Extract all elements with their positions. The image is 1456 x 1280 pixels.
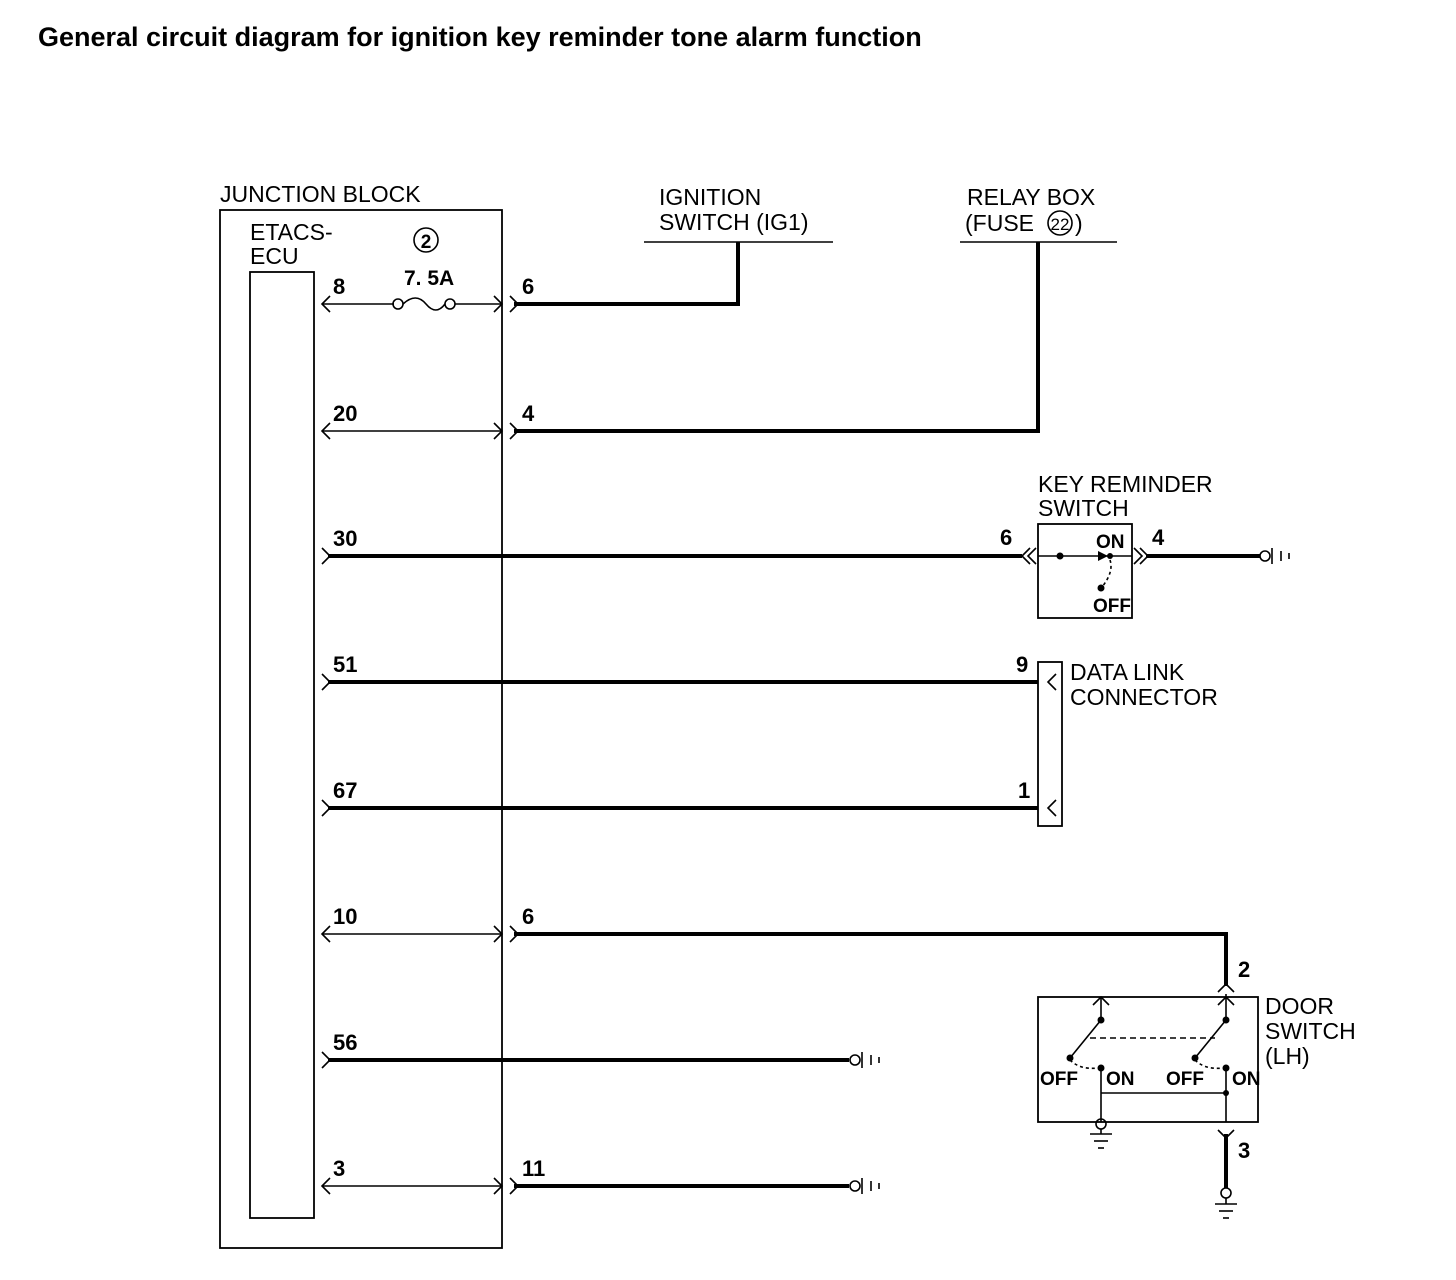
jb-out-pin-4: 4 (522, 401, 535, 426)
ecu-label-line1: ETACS- (250, 219, 333, 245)
relay-fuse-circle (1047, 210, 1073, 236)
door-switch-on-left: ON (1106, 1069, 1135, 1090)
dlc-pin-1: 1 (1018, 778, 1030, 803)
door-switch-contacts (1066, 994, 1235, 1149)
row-pin-51 (321, 673, 1057, 691)
etacs-ecu-box (249, 271, 315, 1219)
relay-box-label-prefix: (FUSE (965, 210, 1034, 236)
row-pin-10 (320, 925, 1235, 993)
ecu-pin-67: 67 (333, 778, 357, 803)
fuse-rating: 7. 5A (404, 267, 454, 290)
row-pin-20 (320, 242, 1040, 440)
ecu-label-line2: ECU (250, 243, 299, 269)
junction-block-box (219, 209, 503, 1249)
door-switch-pin-2: 2 (1238, 957, 1250, 982)
dlc-pin-9: 9 (1016, 652, 1028, 677)
fuse-number: 2 (421, 232, 432, 253)
dlc-label-line1: DATA LINK (1070, 659, 1185, 685)
door-switch-label-line1: DOOR (1265, 993, 1334, 1019)
key-reminder-ground (1133, 547, 1290, 565)
key-reminder-pin-6: 6 (1000, 525, 1012, 550)
door-switch-off-right: OFF (1166, 1069, 1204, 1090)
row-pin-8 (320, 242, 740, 313)
row-pin-30 (321, 547, 1037, 565)
ecu-pin-10: 10 (333, 904, 357, 929)
ecu-pin-3: 3 (333, 1156, 345, 1181)
door-switch-on-right: ON (1232, 1069, 1261, 1090)
ignition-switch-label-line1: IGNITION (659, 184, 761, 210)
ignition-switch-label-line2: SWITCH (IG1) (659, 209, 809, 235)
door-switch-box (1037, 996, 1259, 1123)
jb-out-pin-11: 11 (522, 1156, 545, 1181)
ecu-pin-30: 30 (333, 526, 357, 551)
jb-out-pin-6-a: 6 (522, 274, 534, 299)
relay-fuse-number: 22 (1051, 215, 1070, 234)
door-switch-ground (1215, 1129, 1237, 1219)
key-reminder-pin-4: 4 (1152, 525, 1165, 550)
door-switch-off-left: OFF (1040, 1069, 1078, 1090)
door-switch-label-line2: SWITCH (1265, 1018, 1356, 1044)
jb-out-pin-6-b: 6 (522, 904, 534, 929)
ecu-pin-8: 8 (333, 274, 345, 299)
key-reminder-label-line2: SWITCH (1038, 495, 1129, 521)
relay-box-label-suffix: ) (1075, 210, 1083, 236)
door-switch-label-line3: (LH) (1265, 1043, 1310, 1069)
ecu-pin-51: 51 (333, 652, 357, 677)
dlc-label-line2: CONNECTOR (1070, 684, 1218, 710)
relay-box-label-line1: RELAY BOX (967, 184, 1095, 210)
ecu-pin-20: 20 (333, 401, 357, 426)
junction-block-label: JUNCTION BLOCK (220, 181, 421, 207)
ecu-pin-56: 56 (333, 1030, 357, 1055)
row-pin-67 (321, 799, 1057, 817)
row-pin-3 (320, 1177, 880, 1195)
key-reminder-on: ON (1096, 532, 1125, 553)
diagram-title: General circuit diagram for ignition key… (38, 22, 922, 52)
data-link-connector-box (1037, 661, 1063, 827)
row-pin-56 (321, 1051, 880, 1069)
key-reminder-contacts (1038, 551, 1132, 592)
key-reminder-label-line1: KEY REMINDER (1038, 471, 1213, 497)
fuse-number-circle (413, 227, 439, 253)
key-reminder-switch-box (1037, 523, 1133, 619)
door-switch-pin-3: 3 (1238, 1138, 1250, 1163)
key-reminder-off: OFF (1093, 596, 1131, 617)
